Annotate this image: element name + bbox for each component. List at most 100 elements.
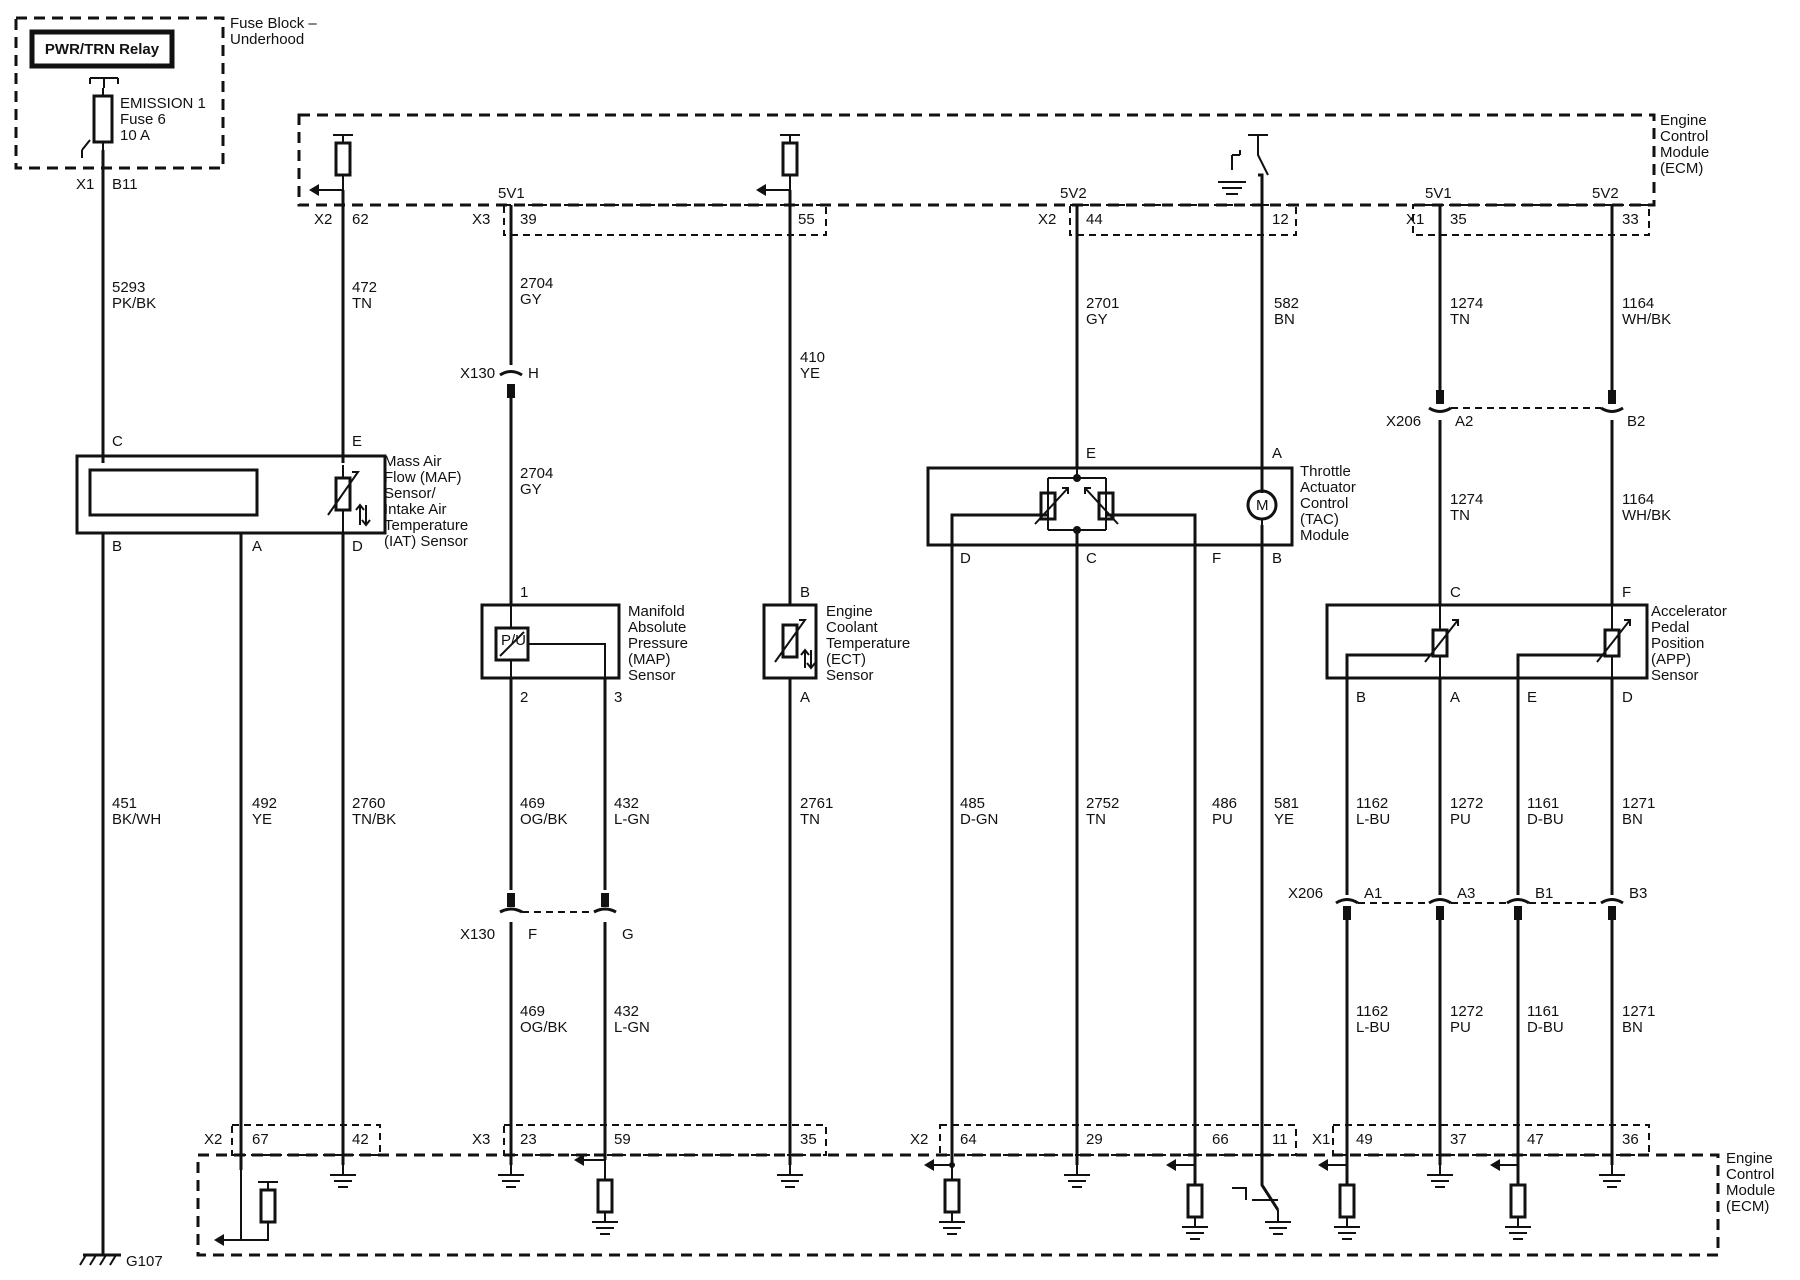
wire-581-num: 581 [1274,795,1299,812]
map-label-4: (MAP) [628,651,671,668]
ecm-top-conn-x3: X3 [472,211,490,228]
ecm-bot-conn-x1: X1 [1312,1131,1330,1148]
app-pin-d: D [1622,689,1633,706]
ecm-ref-5v2-b: 5V2 [1592,185,1619,202]
ecm-bot-label-3: Module [1726,1182,1775,1199]
maf-label-5: Temperature [384,517,468,534]
ect-label-4: (ECT) [826,651,866,668]
fuse-block: Fuse Block – Underhood PWR/TRN Relay EMI… [14,15,317,193]
ect-label-1: Engine [826,603,873,620]
ecm-bot-conn-x2b: X2 [910,1131,928,1148]
wire-2704a-num: 2704 [520,275,553,292]
wire-1164b-num: 1164 [1622,491,1654,508]
wire-1271a-num: 1271 [1622,795,1655,812]
tac-label-3: Control [1300,495,1348,512]
ecm-bot-pin-49: 49 [1356,1131,1373,1148]
wire-1274a-color: TN [1450,311,1470,328]
maf-iat-sensor: C E B A D Mass Air Flow (MAF) Sensor/ In… [75,433,468,555]
wire-486-color: PU [1212,811,1233,828]
ground-label: G107 [126,1253,163,1270]
wire-1274a-num: 1274 [1450,295,1483,312]
wire-1272a-num: 1272 [1450,795,1483,812]
ecm-bottom: Engine Control Module (ECM) X2 67 42 X3 … [196,1124,1775,1257]
relay-box [29,29,175,69]
fuse-label-3: 10 A [120,127,150,144]
wire-469a-num: 469 [520,795,545,812]
ect-pin-b: B [800,584,810,601]
app-label-2: Pedal [1651,619,1689,636]
ecm-bot-pin-23: 23 [520,1131,537,1148]
ecm-top-pin-12: 12 [1272,211,1289,228]
wire-1271b-color: BN [1622,1019,1643,1036]
ecm-bot-label-1: Engine [1726,1150,1773,1167]
fuse-pin: B11 [112,176,138,193]
ecm-top: Engine Control Module (ECM) 5V1 5V2 5V1 … [297,112,1709,236]
wire-486-num: 486 [1212,795,1237,812]
maf-label-2: Flow (MAF) [384,469,462,486]
wire-1274b-color: TN [1450,507,1470,524]
ecm-top-label-2: Control [1660,128,1708,145]
ecm-top-pin-44: 44 [1086,211,1103,228]
app-label-3: Position [1651,635,1704,652]
relay-label: PWR/TRN Relay [45,41,160,58]
app-label-5: Sensor [1651,667,1699,684]
wire-581-color: YE [1274,811,1294,828]
app-sensor: C F B A E D Accelerator Pedal Position (… [1325,584,1727,706]
ecm-bot-pin-42: 42 [352,1131,369,1148]
wire-1164b-color: WH/BK [1622,507,1671,524]
tac-pin-f: F [1212,550,1221,567]
wire-469b-color: OG/BK [520,1019,568,1036]
wire-469b-num: 469 [520,1003,545,1020]
maf-pin-a: A [252,538,262,555]
wire-5293-color: PK/BK [112,295,156,312]
fuse-label-1: EMISSION 1 [120,95,206,112]
ecm-bot-pin-59: 59 [614,1131,631,1148]
app-pin-e: E [1527,689,1537,706]
wire-2704b-color: GY [520,481,542,498]
wire-2760-num: 2760 [352,795,385,812]
wire-2704a-color: GY [520,291,542,308]
tac-pin-c: C [1086,550,1097,567]
wire-1161a-color: D-BU [1527,811,1564,828]
wire-2761-color: TN [800,811,820,828]
wire-2752-color: TN [1086,811,1106,828]
wire-469a-color: OG/BK [520,811,568,828]
wire-2704b-num: 2704 [520,465,553,482]
inline-connectors: X130 H X130 F G X206 A2 B2 X206 A1 A3 B1… [460,365,1647,943]
tac-label-4: (TAC) [1300,511,1339,528]
map-label-1: Manifold [628,603,685,620]
wire-2701-color: GY [1086,311,1108,328]
app-pin-a: A [1450,689,1460,706]
ecm-bot-label-4: (ECM) [1726,1198,1769,1215]
x130-bot-pin-g: G [622,926,634,943]
ect-label-3: Temperature [826,635,910,652]
ecm-bot-conn-x2: X2 [204,1131,222,1148]
fuse-label-2: Fuse 6 [120,111,166,128]
app-pin-b: B [1356,689,1366,706]
tac-motor: M [1256,497,1269,514]
wire-472-num: 472 [352,279,377,296]
x206-bot-pin-b3: B3 [1629,885,1647,902]
maf-label-4: Intake Air [384,501,447,518]
wires [101,150,1614,1235]
ecm-top-pin-39: 39 [520,211,537,228]
fuse-block-title-1: Fuse Block – [230,15,317,32]
ecm-ref-5v1-b: 5V1 [1425,185,1452,202]
wire-472-color: TN [352,295,372,312]
ecm-top-pin-33: 33 [1622,211,1639,228]
tac-pin-d: D [960,550,971,567]
maf-pin-d: D [352,538,363,555]
wire-410-color: YE [800,365,820,382]
app-label-1: Accelerator [1651,603,1727,620]
map-symbol: P/U [501,632,526,649]
ecm-bot-pin-29: 29 [1086,1131,1103,1148]
wire-492-color: YE [252,811,272,828]
maf-pin-b: B [112,538,122,555]
ecm-bot-pin-47: 47 [1527,1131,1544,1148]
map-label-2: Absolute [628,619,686,636]
map-sensor: P/U 1 2 3 Manifold Absolute Pressure (MA… [480,584,688,706]
wire-485-num: 485 [960,795,985,812]
maf-label-6: (IAT) Sensor [384,533,468,550]
ecm-top-label-3: Module [1660,144,1709,161]
app-label-4: (APP) [1651,651,1691,668]
